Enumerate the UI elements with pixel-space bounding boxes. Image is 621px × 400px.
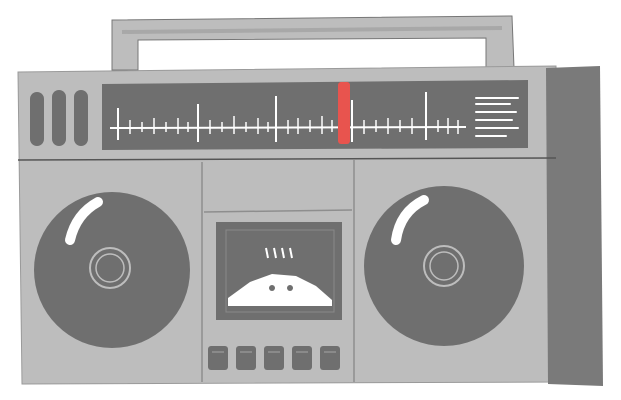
cassette-button-1	[208, 346, 228, 370]
cassette-button-2	[236, 346, 256, 370]
cassette-button-3	[264, 346, 284, 370]
cassette-tape	[228, 274, 332, 306]
tuner-display	[102, 80, 528, 150]
cassette-section	[201, 160, 355, 382]
tuner-band-lines	[475, 97, 519, 137]
knob-3	[74, 90, 88, 146]
handle	[111, 15, 515, 71]
tuner-minor-ticks	[129, 116, 459, 134]
tuner-needle	[338, 82, 350, 144]
cassette-button-4	[292, 346, 312, 370]
panel-divider	[17, 157, 557, 161]
cassette-label-marks	[265, 247, 293, 259]
cassette-button-5	[320, 346, 340, 370]
left-speaker	[34, 192, 190, 348]
tuner-major-ticks	[117, 92, 427, 142]
knob-2	[52, 90, 66, 146]
control-knobs	[30, 90, 88, 146]
knob-1	[30, 92, 44, 146]
cassette-buttons	[208, 346, 340, 370]
side-panel	[546, 66, 603, 386]
right-speaker	[364, 186, 524, 346]
